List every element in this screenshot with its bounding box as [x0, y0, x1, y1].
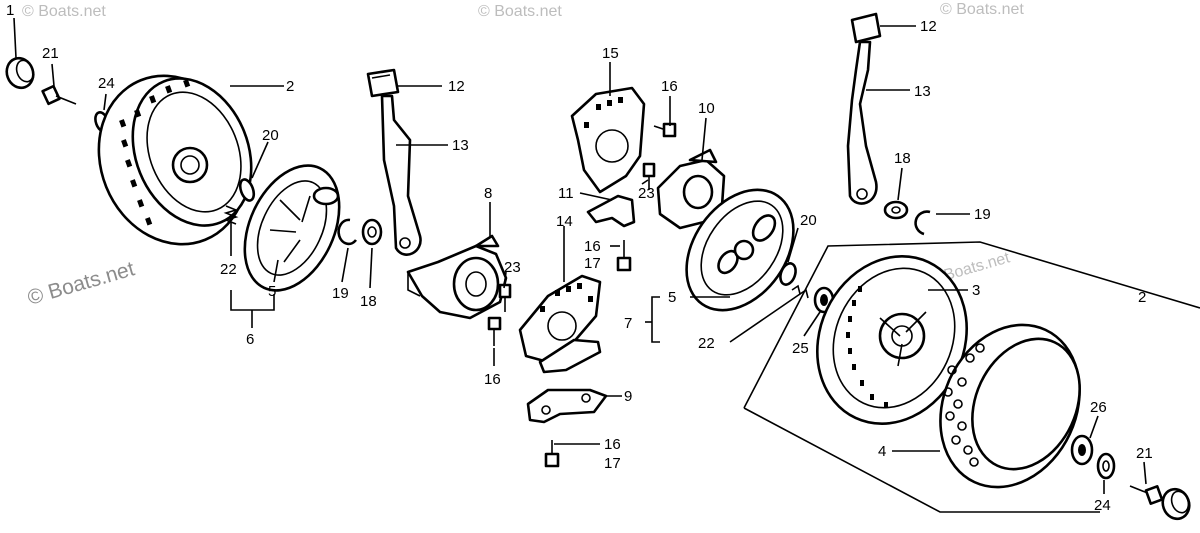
callout-16: 16	[584, 238, 601, 255]
watermark: © Boats.net	[22, 3, 106, 20]
bolt-part	[1129, 485, 1164, 505]
watermark: © Boats.net	[25, 257, 137, 309]
callout-19: 19	[332, 285, 349, 302]
callouts: 1 21 24 2 20 22 5 6 19 18 12 13 8 23 14 …	[6, 2, 1153, 514]
callout-21: 21	[42, 45, 59, 62]
callout-9: 9	[624, 388, 632, 405]
callout-2: 2	[286, 78, 294, 95]
callout-16: 16	[484, 371, 501, 388]
callout-13: 13	[914, 83, 931, 100]
callout-6: 6	[246, 331, 254, 348]
callout-25: 25	[792, 340, 809, 357]
callout-24: 24	[98, 75, 115, 92]
callout-24: 24	[1094, 497, 1111, 514]
callout-18: 18	[360, 293, 377, 310]
callout-23: 23	[504, 259, 521, 276]
bracket-part	[586, 194, 636, 228]
hub-cap-part	[1161, 487, 1191, 521]
ring-part	[779, 262, 797, 286]
callout-18: 18	[894, 150, 911, 167]
spring-part	[223, 205, 239, 225]
bolt-part	[642, 162, 656, 190]
height-lever-part	[380, 94, 422, 256]
shield-part	[518, 274, 602, 374]
callout-12: 12	[448, 78, 465, 95]
wheel-cover-part	[243, 164, 341, 292]
callout-17: 17	[604, 455, 621, 472]
watermark: © Boats.net	[940, 1, 1024, 18]
callout-4: 4	[878, 443, 886, 460]
wheel-assembly-left	[97, 74, 253, 246]
bolt-part	[653, 122, 677, 138]
bolt-part	[487, 316, 502, 346]
lever-knob-part	[850, 12, 882, 44]
bolt-part	[41, 84, 77, 106]
upper-cover-part	[570, 86, 646, 194]
callout-26: 26	[1090, 399, 1107, 416]
callout-16: 16	[661, 78, 678, 95]
callout-13: 13	[452, 137, 469, 154]
callout-20: 20	[262, 127, 279, 144]
washer-part	[883, 200, 909, 220]
callout-5: 5	[268, 283, 276, 300]
callout-15: 15	[602, 45, 619, 62]
callout-8: 8	[484, 185, 492, 202]
callout-5: 5	[668, 289, 676, 306]
washer-part	[361, 218, 383, 246]
bearing-part	[1070, 434, 1094, 466]
callout-22: 22	[220, 261, 237, 278]
clip-part	[914, 210, 931, 236]
gear-case-part	[406, 234, 508, 320]
callout-19: 19	[974, 206, 991, 223]
bolt-part	[544, 440, 560, 468]
callout-16: 16	[604, 436, 621, 453]
callout-17: 17	[584, 255, 601, 272]
callout-10: 10	[698, 100, 715, 117]
callout-2: 2	[1138, 289, 1146, 306]
washer-part	[1096, 452, 1116, 480]
callout-3: 3	[972, 282, 980, 299]
callout-22: 22	[698, 335, 715, 352]
callout-21: 21	[1136, 445, 1153, 462]
lever-knob-part	[366, 68, 400, 98]
watermark: © Boats.net	[478, 3, 562, 20]
leader-lines	[13, 17, 1147, 494]
assembly-outline	[743, 241, 1200, 513]
callout-12: 12	[920, 18, 937, 35]
hub-cap-part	[5, 56, 35, 90]
ring-part	[238, 178, 256, 202]
wheel-cover-part	[685, 188, 795, 312]
callout-7: 7	[624, 315, 632, 332]
bracket-part	[526, 388, 608, 424]
clip-part	[337, 218, 358, 246]
callout-23: 23	[638, 185, 655, 202]
wheel-part	[816, 255, 968, 425]
callout-20: 20	[800, 212, 817, 229]
tire-part	[939, 323, 1081, 489]
callout-14: 14	[556, 213, 573, 230]
height-lever-part	[846, 40, 878, 205]
callout-11: 11	[558, 185, 574, 202]
bolt-part	[616, 240, 632, 272]
callout-1: 1	[6, 2, 14, 19]
